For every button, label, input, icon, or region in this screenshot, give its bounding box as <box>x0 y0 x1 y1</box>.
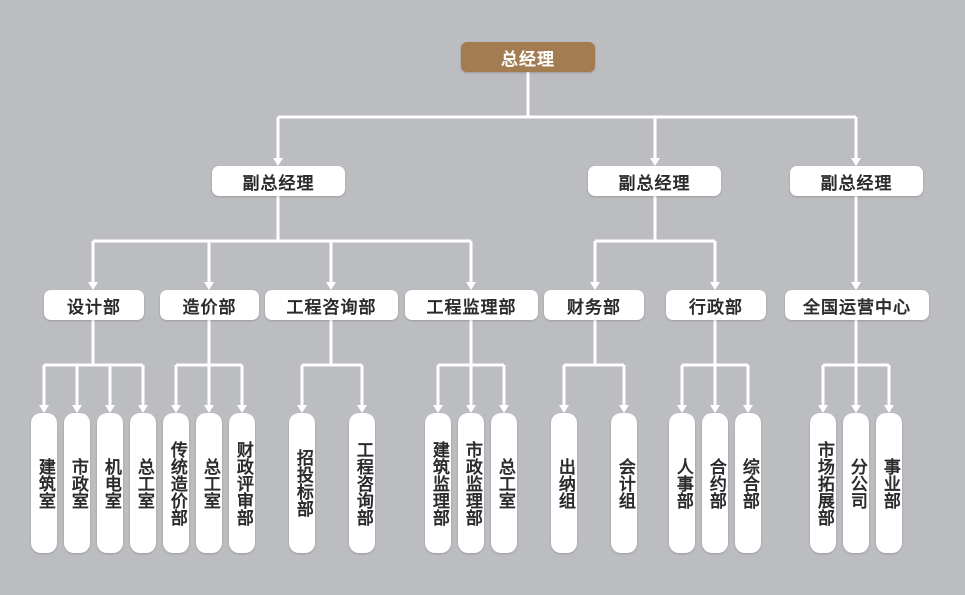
node-vp-right: 副总经理 <box>790 166 923 196</box>
arrowhead <box>105 405 115 413</box>
arrowhead <box>357 405 367 413</box>
arrowhead <box>466 405 476 413</box>
node-supervise-dept: 工程监理部 <box>405 290 538 320</box>
node-unit-s1: 建筑监理部 <box>425 413 451 553</box>
arrowhead <box>88 282 98 290</box>
arrowhead <box>237 405 247 413</box>
arrowhead <box>619 405 629 413</box>
node-unit-f2: 会计组 <box>611 413 637 553</box>
arrowhead <box>433 405 443 413</box>
node-unit-q2: 工程咨询部 <box>349 413 375 553</box>
node-general-manager: 总经理 <box>461 42 595 72</box>
arrowhead <box>273 158 283 166</box>
arrowhead <box>650 158 660 166</box>
node-unit-d4: 总工室 <box>130 413 156 553</box>
node-unit-o3: 事业部 <box>876 413 902 553</box>
arrowhead <box>171 405 181 413</box>
arrowhead <box>851 158 861 166</box>
node-unit-q1: 招投标部 <box>289 413 315 553</box>
arrowhead <box>204 405 214 413</box>
node-unit-s2: 市政监理部 <box>458 413 484 553</box>
node-vp-mid: 副总经理 <box>588 166 721 196</box>
node-unit-d1: 建筑室 <box>31 413 57 553</box>
arrowhead <box>818 405 828 413</box>
arrowhead <box>710 405 720 413</box>
arrowhead <box>710 282 720 290</box>
arrowhead <box>677 405 687 413</box>
node-finance-dept: 财务部 <box>544 290 644 320</box>
arrowhead <box>326 282 336 290</box>
arrowhead <box>884 405 894 413</box>
node-unit-a2: 合约部 <box>702 413 728 553</box>
arrowhead <box>559 405 569 413</box>
arrowhead <box>499 405 509 413</box>
node-ops-center: 全国运营中心 <box>785 290 929 320</box>
node-unit-f1: 出纳组 <box>551 413 577 553</box>
arrowhead <box>72 405 82 413</box>
arrowhead <box>590 282 600 290</box>
arrowhead <box>743 405 753 413</box>
node-vp-left: 副总经理 <box>212 166 345 196</box>
node-unit-c1: 传统造价部 <box>163 413 189 553</box>
node-unit-o2: 分公司 <box>843 413 869 553</box>
node-admin-dept: 行政部 <box>666 290 766 320</box>
node-unit-a1: 人事部 <box>669 413 695 553</box>
arrowhead <box>39 405 49 413</box>
arrowhead <box>466 282 476 290</box>
node-unit-d3: 机电室 <box>97 413 123 553</box>
arrowhead <box>204 282 214 290</box>
node-cost-dept: 造价部 <box>160 290 259 320</box>
arrowhead <box>851 405 861 413</box>
node-unit-c2: 总工室 <box>196 413 222 553</box>
node-unit-c3: 财政评审部 <box>229 413 255 553</box>
node-unit-a3: 综合部 <box>735 413 761 553</box>
arrowhead <box>138 405 148 413</box>
node-design-dept: 设计部 <box>44 290 144 320</box>
node-unit-s3: 总工室 <box>491 413 517 553</box>
node-consult-dept: 工程咨询部 <box>265 290 398 320</box>
arrowhead <box>297 405 307 413</box>
node-unit-d2: 市政室 <box>64 413 90 553</box>
arrowhead <box>851 282 861 290</box>
node-unit-o1: 市场拓展部 <box>810 413 836 553</box>
